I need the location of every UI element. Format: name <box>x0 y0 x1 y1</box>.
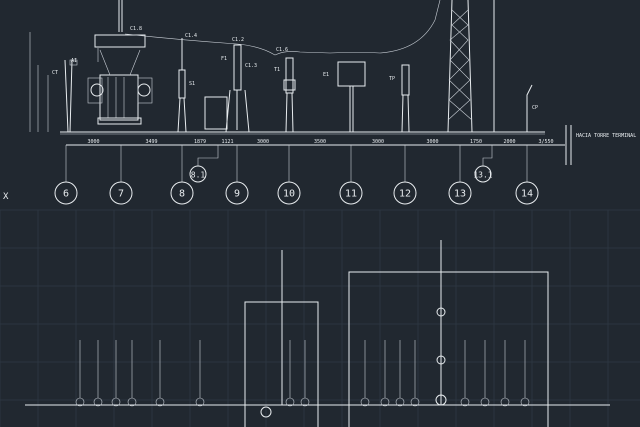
axis-label: 7 <box>118 189 124 200</box>
axis-label: 10 <box>283 189 295 200</box>
tag-tp: TP <box>389 76 395 82</box>
axis-label: 12 <box>399 189 411 200</box>
tag-f1: F1 <box>221 56 227 62</box>
tag-ai: AI <box>71 58 77 64</box>
dimension-label: 3000 <box>87 139 99 145</box>
axis-marker-12 <box>393 181 417 205</box>
ucs-icon: X <box>3 192 9 202</box>
dimension-label: 3500 <box>314 139 326 145</box>
equipment-tags: C1.8 C1.4 C1.2 C1.6 C1.3 F1 S1 T1 E1 TP … <box>52 26 538 111</box>
tag-e1: E1 <box>323 72 329 78</box>
axis-marker-8 <box>170 181 194 205</box>
axis-marker-6 <box>54 181 78 205</box>
dimension-label: 2000 <box>503 139 515 145</box>
axis-label: 9 <box>234 189 240 200</box>
axis-marker-9 <box>225 181 249 205</box>
tag-c1-6: C1.6 <box>276 47 288 53</box>
axis-marker-14 <box>515 181 539 205</box>
axis-label: 14 <box>521 189 533 200</box>
axis-label: 6 <box>63 189 69 200</box>
axis-label: 13.1 <box>473 171 492 180</box>
axis-marker-11 <box>339 181 363 205</box>
tag-c1-4: C1.4 <box>185 33 197 39</box>
axis-label: 8.1 <box>191 171 206 180</box>
axis-marker-13 <box>448 181 472 205</box>
dimension-label: 3000 <box>426 139 438 145</box>
axis-label: 11 <box>345 189 357 200</box>
tag-c1-2: C1.2 <box>232 37 244 43</box>
tag-ct: CT <box>52 70 58 76</box>
axis-label: 13 <box>454 189 466 200</box>
axis-label: 8 <box>179 189 185 200</box>
axis-marker-8.1 <box>189 165 207 183</box>
tag-cp: CP <box>532 105 538 111</box>
dimension-label: 3/550 <box>538 139 553 145</box>
dimension-label: 3000 <box>257 139 269 145</box>
tag-c1-3: C1.3 <box>245 63 257 69</box>
axis-marker-13.1 <box>474 165 492 183</box>
axis-markers: 6 7 8 8.1 9 10 11 12 13 13.1 14 <box>54 145 539 205</box>
elevation-view <box>29 0 572 165</box>
dimension-label: 1121 <box>221 139 233 145</box>
tag-c1-8: C1.8 <box>130 26 142 32</box>
dimension-label: 1879 <box>194 139 206 145</box>
grid <box>0 209 640 427</box>
tag-s1: S1 <box>189 81 195 87</box>
axis-marker-7 <box>109 181 133 205</box>
axis-marker-10 <box>277 181 301 205</box>
dimension-label: 3499 <box>145 139 157 145</box>
dimension-label: 1750 <box>470 139 482 145</box>
dimension-label: 3000 <box>372 139 384 145</box>
terminal-label: HACIA TORRE TERMINAL <box>576 133 636 139</box>
dimension-labels: 3000 3499 1879 1121 3000 3500 3000 3000 1750 2000… <box>87 139 553 145</box>
tag-t1: T1 <box>274 67 280 73</box>
sld-elements <box>75 340 530 407</box>
single-line-diagram <box>25 240 610 427</box>
